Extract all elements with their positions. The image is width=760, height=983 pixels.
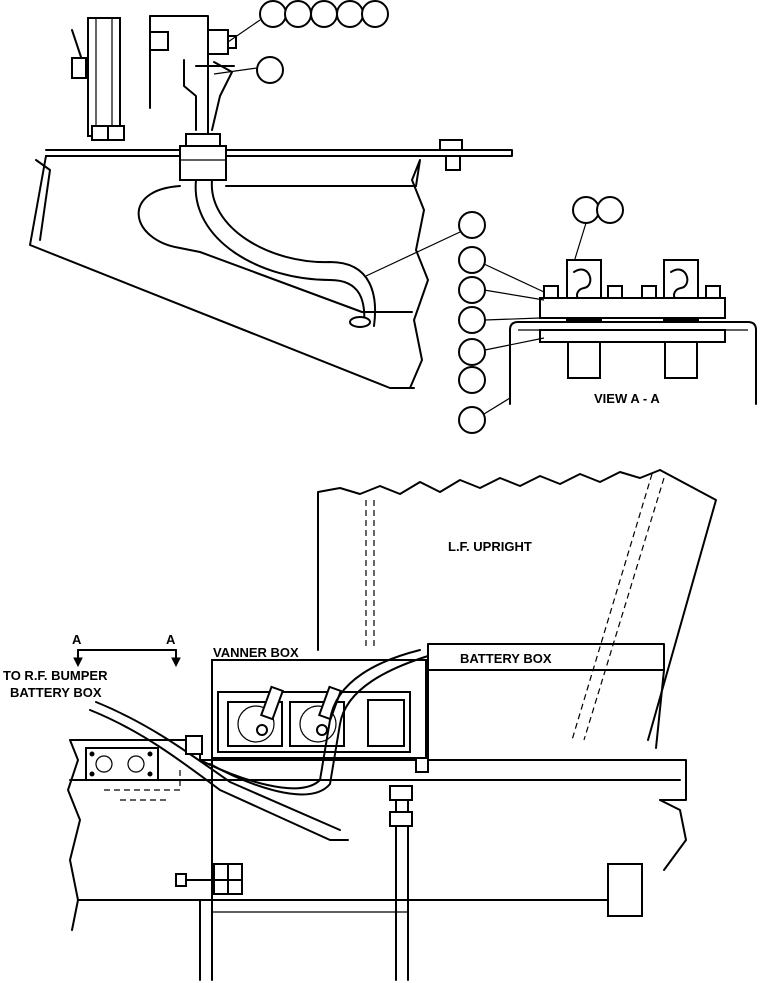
lf-upright: L.F. UPRIGHT	[317, 469, 717, 741]
bumper-label-line1: TO R.F. BUMPER	[3, 668, 108, 683]
callout-balloon	[256, 56, 284, 84]
frame-rail	[67, 739, 687, 981]
vanner-box-label: VANNER BOX	[213, 645, 299, 660]
vanner-box: VANNER BOX	[211, 645, 427, 759]
callout-balloon	[458, 366, 486, 394]
callout-balloon	[284, 0, 312, 28]
cable-run	[194, 179, 377, 328]
callout-balloon	[572, 196, 600, 224]
callout-balloon	[458, 306, 486, 334]
bumper-label-line2: BATTERY BOX	[10, 685, 102, 700]
section-marker-right: A	[166, 632, 176, 647]
mounting-bracket	[149, 15, 237, 141]
callout-balloon	[458, 338, 486, 366]
callout-balloon	[458, 211, 486, 239]
callout-balloon	[336, 0, 364, 28]
callout-balloon	[310, 0, 338, 28]
upright-label: L.F. UPRIGHT	[448, 539, 532, 554]
housing-outline	[29, 155, 429, 389]
mounting-posts	[175, 735, 429, 895]
battery-box: BATTERY BOX	[427, 643, 665, 761]
cable-bundle	[89, 649, 429, 841]
bumper-terminal-block	[85, 747, 159, 781]
view-a-a-label: VIEW A - A	[594, 391, 660, 406]
callout-balloon	[361, 0, 389, 28]
bottom-assembly-view: L.F. UPRIGHT BATTERY BOX VANNER BOX	[3, 469, 717, 981]
view-a-a-detail: VIEW A - A	[458, 196, 757, 434]
section-a-a-marker: A A	[72, 632, 181, 668]
alternator-pulley	[71, 17, 125, 141]
callout-balloon	[458, 276, 486, 304]
callout-balloon	[259, 0, 287, 28]
callout-balloon	[458, 406, 486, 434]
cable-gland	[179, 133, 227, 181]
callout-balloons-top	[213, 0, 486, 277]
battery-box-label: BATTERY BOX	[460, 651, 552, 666]
deck-plate	[45, 139, 513, 171]
callout-balloon	[458, 246, 486, 274]
callout-balloon	[596, 196, 624, 224]
section-marker-left: A	[72, 632, 82, 647]
top-detail-view	[29, 0, 513, 389]
